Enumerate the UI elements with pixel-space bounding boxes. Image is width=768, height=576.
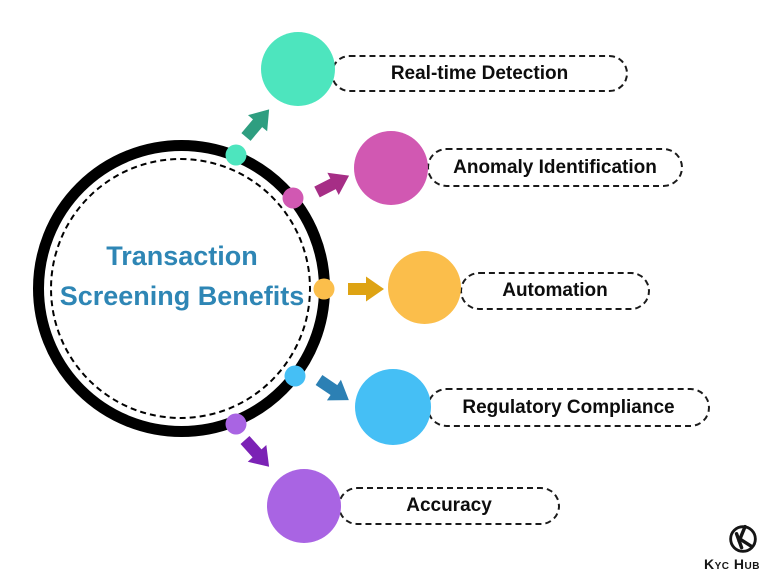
benefit-label-anomaly-identification: Anomaly Identification — [453, 156, 657, 178]
benefit-circle-anomaly-identification — [354, 131, 428, 205]
dot-regulatory-compliance — [284, 365, 306, 387]
arrow-anomaly-identification-icon — [314, 172, 350, 198]
benefit-circle-regulatory-compliance — [355, 369, 431, 445]
arrow-accuracy-icon — [240, 435, 270, 467]
benefit-label-regulatory-compliance: Regulatory Compliance — [462, 396, 675, 418]
benefit-circle-accuracy — [267, 469, 341, 543]
diagram-title-line1: Transaction — [106, 241, 258, 271]
arrow-real-time-detection-icon — [241, 109, 270, 141]
central-circle-dashed-ring — [50, 158, 311, 419]
dot-anomaly-identification — [282, 187, 304, 209]
benefit-label-accuracy: Accuracy — [406, 495, 492, 516]
kychub-logo-text: Kyc Hub — [704, 556, 760, 572]
arrow-regulatory-compliance-icon — [315, 375, 349, 401]
diagram-title-line2: Screening Benefits — [59, 281, 305, 311]
arrow-automation-icon — [348, 276, 384, 302]
benefit-circle-real-time-detection — [261, 32, 335, 106]
dot-accuracy — [225, 413, 247, 435]
dot-real-time-detection — [225, 144, 247, 166]
benefit-circle-automation — [388, 251, 461, 324]
benefit-label-automation: Automation — [502, 280, 608, 301]
dot-automation — [313, 278, 335, 300]
diagram-title: Transaction Screening Benefits — [12, 236, 352, 316]
benefit-pill-automation: Automation — [460, 272, 650, 310]
benefit-pill-anomaly-identification: Anomaly Identification — [427, 148, 683, 187]
benefit-label-real-time-detection: Real-time Detection — [390, 62, 569, 84]
kychub-logo: Kyc Hub — [704, 520, 762, 572]
circle-k-icon — [729, 524, 757, 553]
